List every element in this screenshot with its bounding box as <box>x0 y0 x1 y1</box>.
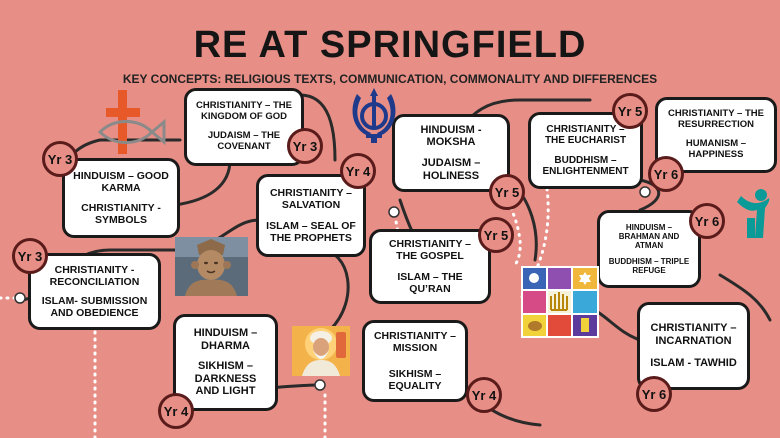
card-line: HINDUISM – <box>193 326 258 339</box>
card-line: BRAHMAN AND <box>618 231 680 241</box>
path-node <box>639 186 651 198</box>
card-line: THE GOSPEL <box>396 250 464 263</box>
card-line: SIKHISM – <box>197 360 253 373</box>
card-mission: CHRISTIANITY – MISSION SIKHISM – EQUALIT… <box>362 320 468 402</box>
card-incarnation: CHRISTIANITY – INCARNATION ISLAM - TAWHI… <box>637 302 750 390</box>
card-line: HINDUISM – <box>625 222 673 232</box>
card-line: CHRISTIANITY - <box>81 202 161 214</box>
card-line: SIKHISM – <box>388 368 442 380</box>
card-line: CHRISTIANITY – THE <box>196 100 292 112</box>
year-badge: Yr 3 <box>287 128 323 164</box>
card-line: CHRISTIANITY – <box>650 322 737 335</box>
card-line: ISLAM - TAWHID <box>650 357 737 370</box>
card-line: MISSION <box>392 341 438 354</box>
hindu-deity-statue-photo <box>175 237 248 296</box>
card-karma: HINDUISM – GOOD KARMA CHRISTIANITY - SYM… <box>62 158 180 238</box>
card-line: HINDUISM – GOOD <box>73 169 169 182</box>
card-line: BUDDHISM – <box>554 154 617 166</box>
card-line: COVENANT <box>217 140 271 152</box>
card-line: AND OBEDIENCE <box>50 306 139 319</box>
year-badge: Yr 6 <box>648 156 684 192</box>
card-line: THE PROPHETS <box>270 231 352 244</box>
card-line: DHARMA <box>201 339 250 352</box>
path-segment <box>173 158 232 207</box>
card-line: JUDAISM – THE <box>207 130 281 141</box>
path-segment <box>318 248 350 332</box>
card-line: ATMAN <box>634 240 664 250</box>
card-reconciliation: CHRISTIANITY - RECONCILIATION ISLAM- SUB… <box>28 253 161 330</box>
card-line: CHRISTIANITY – THE <box>668 108 764 120</box>
card-line: HINDUISM - <box>420 123 482 136</box>
card-line: THE EUCHARIST <box>544 135 627 146</box>
year-badge: Yr 5 <box>489 174 525 210</box>
card-line: MOKSHA <box>426 136 476 149</box>
card-line: SALVATION <box>281 199 341 212</box>
card-line: CHRISTIANITY - <box>54 264 135 277</box>
card-line: ISLAM – THE <box>397 270 463 283</box>
card-gospel: CHRISTIANITY – THE GOSPEL ISLAM – THE QU… <box>369 229 491 304</box>
card-line: DARKNESS <box>194 372 257 385</box>
card-line: CHRISTIANITY – <box>546 123 625 135</box>
khanda-icon <box>349 86 399 144</box>
card-line: ENLIGHTENMENT <box>542 166 629 177</box>
card-line: QU’RAN <box>409 282 451 295</box>
card-line: CHRISTIANITY – <box>388 238 472 251</box>
card-line: KARMA <box>101 181 141 194</box>
card-line: CHRISTIANITY – <box>373 329 457 342</box>
year-badge: Yr 4 <box>158 393 194 429</box>
year-badge: Yr 5 <box>478 217 514 253</box>
card-kingdom: CHRISTIANITY – THE KINGDOM OF GOD JUDAIS… <box>184 88 304 166</box>
card-moksha: HINDUISM - MOKSHA JUDAISM – HOLINESS <box>392 114 510 192</box>
sikh-guru-portrait <box>292 326 350 376</box>
page-subtitle: KEY CONCEPTS: RELIGIOUS TEXTS, COMMUNICA… <box>122 72 658 86</box>
card-line: ISLAM- SUBMISSION <box>41 294 148 307</box>
card-line: RECONCILIATION <box>49 276 140 289</box>
year-badge: Yr 6 <box>636 376 672 412</box>
card-line: HUMANISM – <box>685 138 747 149</box>
card-line: ISLAM – SEAL OF <box>266 219 356 232</box>
card-line: BUDDHISM – TRIPLE <box>608 257 690 267</box>
path-segment <box>638 178 661 212</box>
path-segment <box>298 93 337 162</box>
card-line: REFUGE <box>632 266 666 276</box>
card-brahman: HINDUISM – BRAHMAN AND ATMAN BUDDHISM – … <box>597 210 701 288</box>
card-line: HAPPINESS <box>688 148 744 160</box>
path-node <box>14 292 26 304</box>
card-line: AND LIGHT <box>195 385 256 398</box>
path-node <box>314 379 326 391</box>
jewish-symbols-collage <box>521 266 599 338</box>
happy-human-icon <box>735 188 771 244</box>
path-segment <box>718 273 772 322</box>
card-line: HOLINESS <box>422 169 480 182</box>
year-badge: Yr 4 <box>340 153 376 189</box>
year-badge: Yr 3 <box>42 141 78 177</box>
card-line: EQUALITY <box>388 380 442 393</box>
card-line: KINGDOM OF GOD <box>200 111 288 123</box>
page-title: RE AT SPRINGFIELD <box>193 24 587 66</box>
card-line: SYMBOLS <box>95 214 147 227</box>
year-badge: Yr 5 <box>612 93 648 129</box>
card-line: CHRISTIANITY – <box>269 187 353 200</box>
card-line: RESURRECTION <box>677 119 754 131</box>
card-line: INCARNATION <box>655 334 732 347</box>
path-node <box>388 206 400 218</box>
cross-and-fish-icon <box>94 88 166 158</box>
year-badge: Yr 4 <box>466 377 502 413</box>
card-line: JUDAISM – <box>421 157 481 169</box>
year-badge: Yr 6 <box>689 203 725 239</box>
card-salvation: CHRISTIANITY – SALVATION ISLAM – SEAL OF… <box>256 174 366 257</box>
card-dharma: HINDUISM – DHARMA SIKHISM – DARKNESS AND… <box>173 314 278 411</box>
year-badge: Yr 3 <box>12 238 48 274</box>
